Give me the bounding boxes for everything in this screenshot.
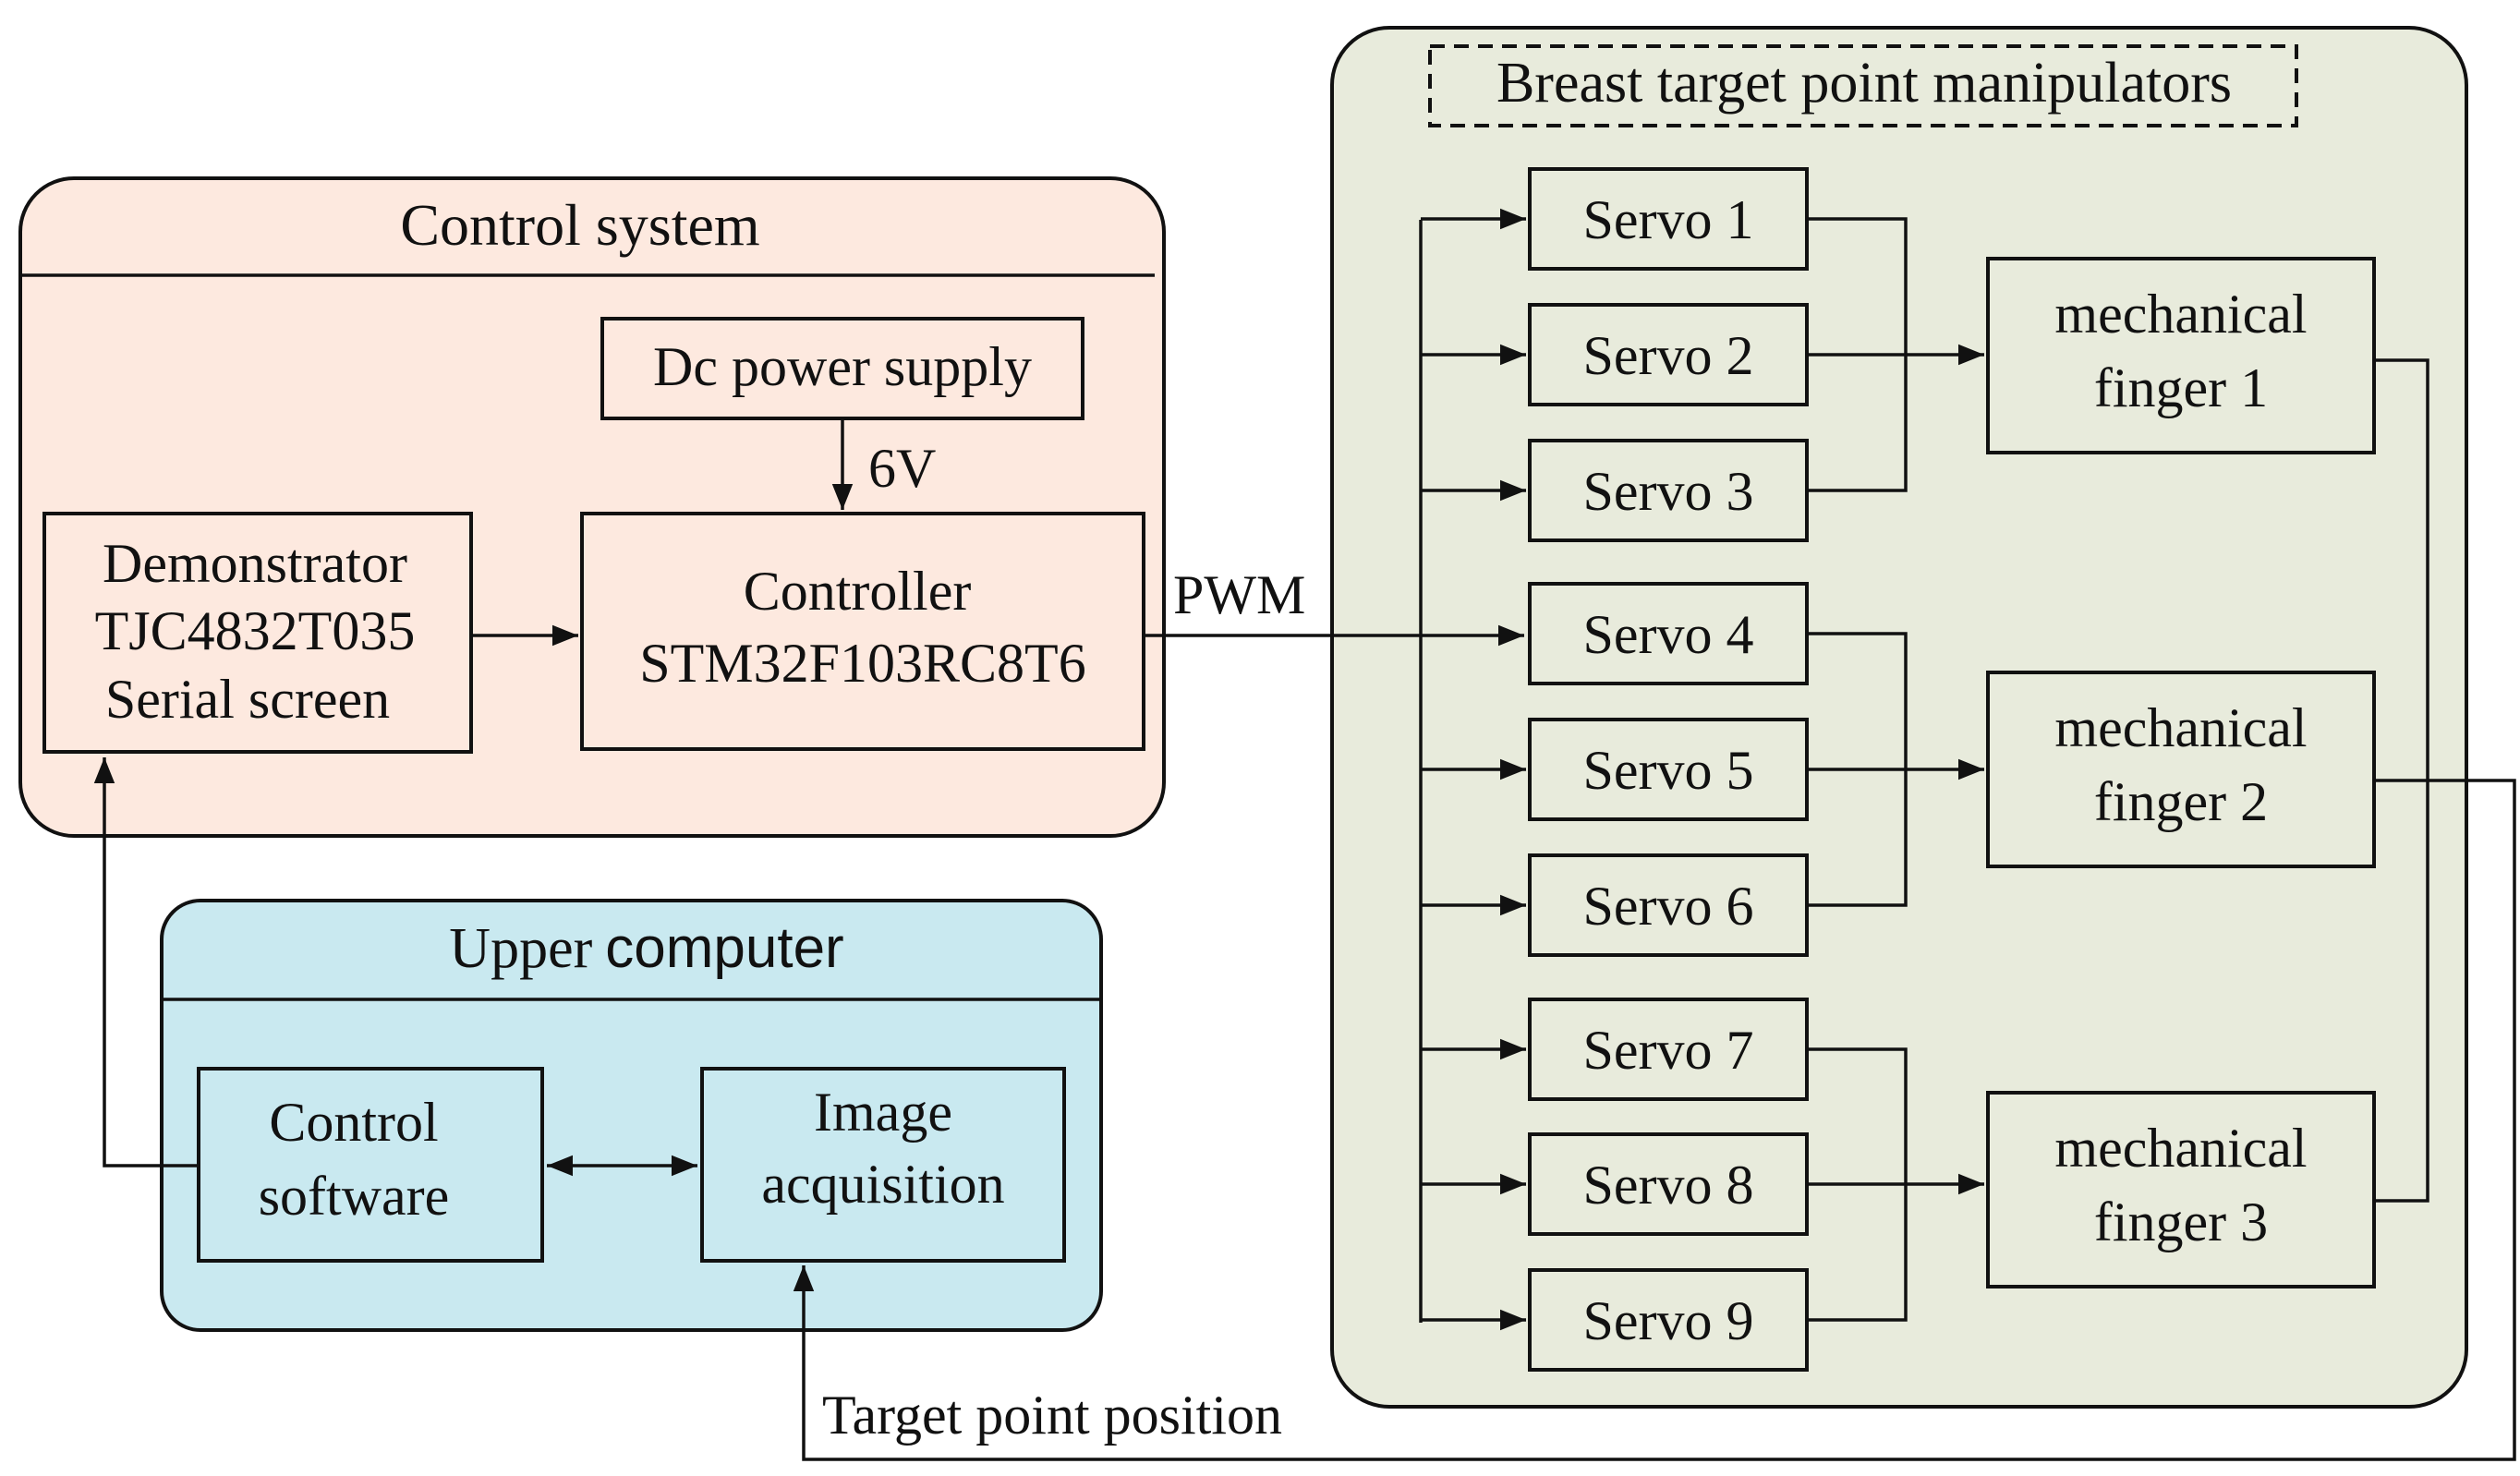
image-acquisition-box xyxy=(700,1067,1066,1263)
manipulators-group: Breast target point manipulators Servo 1… xyxy=(1330,26,2468,1409)
control-system-group: Control system Dc power supply 6V Demons… xyxy=(18,176,1166,838)
mechanical-finger-1-box xyxy=(1986,257,2376,454)
finger-link-line xyxy=(2374,358,2429,1203)
image-acquisition-label-line2: acquisition xyxy=(761,1154,1004,1215)
control-system-panel xyxy=(18,176,1166,838)
pwm-label: PWM xyxy=(1173,564,1305,625)
voltage-label: 6V xyxy=(868,438,936,499)
servo-1-label: Servo 1 xyxy=(1583,189,1754,250)
upper-computer-panel xyxy=(160,899,1103,1332)
controller-label-line2: STM32F103RC8T6 xyxy=(639,633,1085,694)
servo-4-label: Servo 4 xyxy=(1583,604,1754,665)
control-software-label-line2: software xyxy=(259,1166,450,1227)
manipulators-panel xyxy=(1330,26,2468,1409)
upper-computer-title-part1: Upper xyxy=(449,917,592,980)
mechanical-finger-3-label-line1: mechanical xyxy=(2054,1118,2307,1179)
servo-bus-arrows xyxy=(1421,208,1526,1331)
servo-7-label: Servo 7 xyxy=(1583,1020,1754,1081)
mechanical-finger-1-label-line2: finger 1 xyxy=(2094,357,2268,418)
servo-9-label: Servo 9 xyxy=(1583,1290,1754,1351)
software-to-demonstrator-arrow xyxy=(93,757,199,1167)
connectors xyxy=(93,208,2516,1461)
mechanical-finger-2-label-line1: mechanical xyxy=(2054,697,2307,758)
target-feedback-arrow xyxy=(793,779,2516,1461)
servo-2-label: Servo 2 xyxy=(1583,325,1754,386)
mechanical-finger-3-box xyxy=(1986,1091,2376,1288)
servo-8-label: Servo 8 xyxy=(1583,1155,1754,1216)
control-system-title: Control system xyxy=(400,192,759,258)
mechanical-finger-3-label-line2: finger 3 xyxy=(2094,1192,2268,1252)
servo-5-label: Servo 5 xyxy=(1583,740,1754,801)
demonstrator-label-line2: TJC4832T035 xyxy=(95,600,416,661)
control-software-label-line1: Control xyxy=(269,1092,438,1153)
demonstrator-label-line3: Serial screen xyxy=(105,669,390,730)
mechanical-finger-2-box xyxy=(1986,671,2376,868)
mechanical-finger-1-label-line1: mechanical xyxy=(2054,284,2307,345)
upper-computer-title-part2: computer xyxy=(605,916,843,980)
manipulators-title-frame xyxy=(1428,44,2298,127)
manipulators-title: Breast target point manipulators xyxy=(1496,52,2232,115)
mechanical-finger-2-label-line2: finger 2 xyxy=(2094,771,2268,832)
controller-box xyxy=(580,512,1145,751)
demonstrator-label-line1: Demonstrator xyxy=(103,533,407,594)
servo-3-label: Servo 3 xyxy=(1583,461,1754,522)
controller-label-line1: Controller xyxy=(744,561,972,622)
dc-power-supply-label: Dc power supply xyxy=(653,336,1032,397)
demonstrator-box xyxy=(42,512,473,754)
target-point-label: Target point position xyxy=(822,1385,1282,1446)
image-acquisition-label-line1: Image xyxy=(814,1082,952,1143)
finger-layer: mechanical finger 1 mechanical finger 2 mech… xyxy=(1986,257,2376,1288)
servo-6-label: Servo 6 xyxy=(1583,876,1754,937)
servo-merge-lines xyxy=(1807,217,1984,1322)
